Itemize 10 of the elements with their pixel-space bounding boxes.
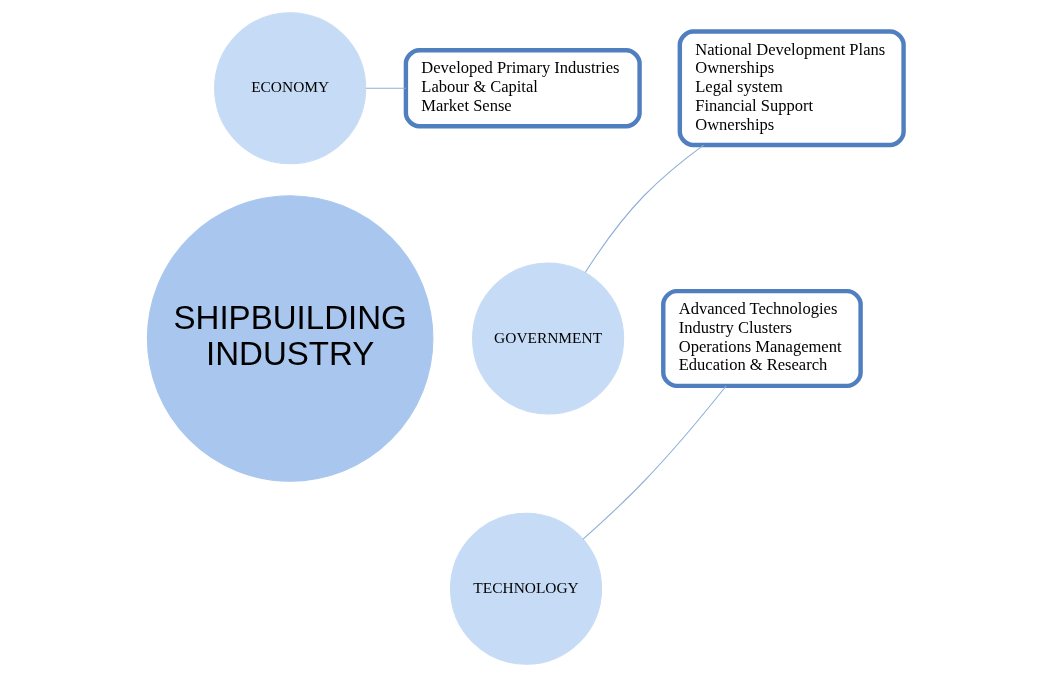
node-circle: TECHNOLOGY: [450, 512, 603, 665]
node-circle: SHIPBUILDING INDUSTRY: [146, 195, 434, 482]
connector: [582, 385, 727, 540]
connector: [365, 87, 407, 89]
node-box: National Development Plans Ownerships Legal system Financial Support Ownerships: [677, 29, 906, 148]
node-circle: ECONOMY: [214, 12, 367, 165]
node-circle: GOVERNMENT: [472, 262, 625, 415]
node-box: Advanced Technologies Industry Clusters Operations Management Education & Research: [661, 288, 863, 389]
node-box: Developed Primary Industries Labour & Capital Market Sense: [403, 48, 642, 129]
connector: [584, 144, 705, 273]
